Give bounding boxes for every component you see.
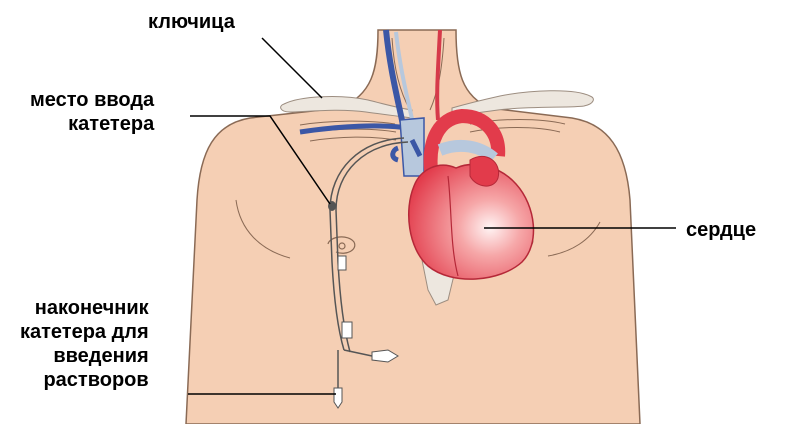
catheter-tip-label-line: катетера для xyxy=(20,320,149,344)
insertion-site-label-line: место ввода xyxy=(30,88,154,112)
insertion-site-label-line: катетера xyxy=(30,112,154,136)
heart-label: сердце xyxy=(686,218,756,242)
clavicle-label: ключица xyxy=(148,10,235,34)
catheter-tip-label: наконечник катетера для введения раствор… xyxy=(20,296,149,392)
catheter-tip-label-line: наконечник xyxy=(20,296,149,320)
heart xyxy=(409,165,534,280)
catheter-clamp xyxy=(338,256,346,270)
catheter-tip-label-line: растворов xyxy=(20,368,149,392)
catheter-tip-label-line: введения xyxy=(20,344,149,368)
catheter-clamp xyxy=(342,322,352,338)
insertion-site-label: место ввода катетера xyxy=(30,88,154,136)
superior-vena-cava xyxy=(400,118,424,176)
